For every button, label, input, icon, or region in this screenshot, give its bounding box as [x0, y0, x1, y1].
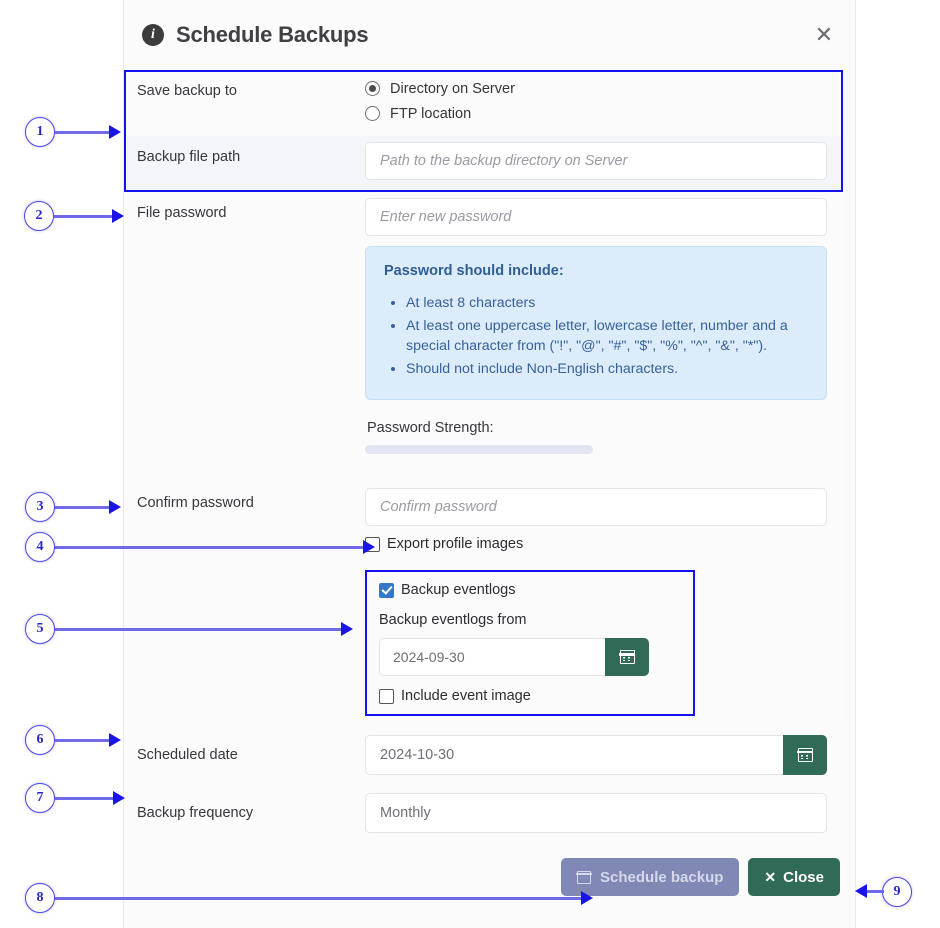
password-requirements-box: Password should include: At least 8 char…: [365, 246, 827, 401]
checkbox-checked-icon: [379, 582, 394, 598]
close-x-icon: ✕: [764, 868, 777, 885]
file-password-input[interactable]: Enter new password: [365, 198, 827, 236]
list-item: At least 8 characters: [406, 293, 808, 314]
confirm-password-input[interactable]: Confirm password: [365, 488, 827, 527]
checkbox-label: Include event image: [401, 688, 531, 705]
password-hint-list: At least 8 characters At least one upper…: [384, 293, 808, 379]
label-backup-eventlogs-from: Backup eventlogs from: [379, 612, 527, 629]
save-backup-section: Save backup to Directory on Server FTP l…: [124, 70, 843, 192]
scheduled-date-input[interactable]: 2024-10-30: [365, 735, 783, 775]
info-icon: i: [142, 24, 164, 46]
close-button-label: Close: [783, 868, 824, 886]
row-password-hint: Password should include: At least 8 char…: [124, 244, 841, 406]
backup-eventlogs-section: Backup eventlogs Backup eventlogs from 2…: [365, 570, 695, 717]
schedule-backup-label: Schedule backup: [600, 868, 724, 886]
label-scheduled-date: Scheduled date: [137, 746, 238, 763]
dialog-bottom-fields: Scheduled date 2024-10-30 Backup frequen…: [124, 726, 855, 842]
row-confirm-password: Confirm password Confirm password: [124, 482, 841, 534]
label-backup-frequency: Backup frequency: [137, 804, 254, 821]
annotation-number: 9: [882, 877, 912, 907]
password-strength-label: Password Strength:: [367, 420, 494, 437]
include-event-image-checkbox[interactable]: Include event image: [379, 688, 681, 704]
checkbox-unchecked-icon: [379, 688, 394, 704]
checkbox-label: Backup eventlogs: [401, 582, 516, 599]
annotation-number: 8: [25, 883, 55, 913]
radio-ftp-location[interactable]: FTP location: [365, 103, 841, 124]
dialog-header: i Schedule Backups ✕: [124, 0, 855, 70]
backup-frequency-input[interactable]: Monthly: [365, 793, 827, 833]
annotation-number: 1: [25, 117, 55, 147]
annotation-number: 7: [25, 783, 55, 813]
row-scheduled-date: Scheduled date 2024-10-30: [124, 726, 841, 784]
label-save-backup-to: Save backup to: [137, 83, 237, 99]
password-strength-bar: [365, 445, 593, 455]
input-placeholder: Enter new password: [380, 209, 512, 225]
list-item: Should not include Non-English character…: [406, 359, 808, 380]
row-backup-file-path: Backup file path Path to the backup dire…: [124, 136, 841, 192]
input-value: Monthly: [380, 805, 431, 821]
label-confirm-password: Confirm password: [137, 495, 254, 512]
calendar-check-icon: [576, 870, 592, 884]
schedule-backups-dialog: i Schedule Backups ✕ Save backup to Dire…: [123, 0, 856, 928]
scheduled-date-datefield[interactable]: 2024-10-30: [365, 735, 827, 775]
eventlogs-date-input[interactable]: 2024-09-30: [379, 638, 605, 677]
schedule-backup-button[interactable]: Schedule backup: [561, 858, 740, 896]
annotation-number: 2: [24, 201, 54, 231]
export-profile-images-checkbox[interactable]: Export profile images: [365, 536, 841, 552]
save-backup-to-radio-group: Directory on Server FTP location: [365, 70, 841, 134]
label-file-password: File password: [137, 205, 227, 221]
calendar-icon[interactable]: [605, 638, 649, 677]
annotation-number: 3: [25, 492, 55, 522]
checkbox-label: Export profile images: [387, 536, 524, 553]
radio-directory-on-server[interactable]: Directory on Server: [365, 78, 841, 99]
backup-eventlogs-from-datefield[interactable]: 2024-09-30: [379, 638, 649, 677]
close-icon[interactable]: ✕: [814, 22, 834, 47]
annotation-number: 4: [25, 532, 55, 562]
radio-label: FTP location: [390, 105, 472, 122]
page-title: Schedule Backups: [176, 22, 369, 47]
backup-eventlogs-checkbox[interactable]: Backup eventlogs: [379, 582, 681, 598]
input-placeholder: Confirm password: [380, 499, 497, 516]
radio-selected-icon: [365, 81, 380, 96]
row-password-strength: Password Strength:: [124, 406, 841, 460]
scrollbar[interactable]: [845, 70, 853, 726]
row-save-backup-to: Save backup to Directory on Server FTP l…: [124, 70, 841, 136]
backup-file-path-input[interactable]: Path to the backup directory on Server: [365, 142, 827, 180]
close-button[interactable]: ✕ Close: [748, 858, 840, 896]
row-backup-eventlogs: Backup eventlogs Backup eventlogs from 2…: [124, 558, 841, 722]
input-placeholder: Path to the backup directory on Server: [380, 153, 628, 169]
row-backup-frequency: Backup frequency Monthly: [124, 784, 841, 842]
annotation-number: 6: [25, 725, 55, 755]
password-hint-title: Password should include:: [384, 263, 564, 279]
list-item: At least one uppercase letter, lowercase…: [406, 316, 808, 357]
row-file-password: File password Enter new password: [124, 192, 841, 244]
dialog-scroll-body: Save backup to Directory on Server FTP l…: [124, 70, 855, 726]
calendar-icon[interactable]: [783, 735, 827, 775]
radio-label: Directory on Server: [390, 80, 515, 97]
dialog-footer: Schedule backup ✕ Close: [124, 842, 855, 928]
annotation-number: 5: [25, 614, 55, 644]
label-backup-file-path: Backup file path: [137, 149, 241, 165]
radio-unselected-icon: [365, 106, 380, 121]
